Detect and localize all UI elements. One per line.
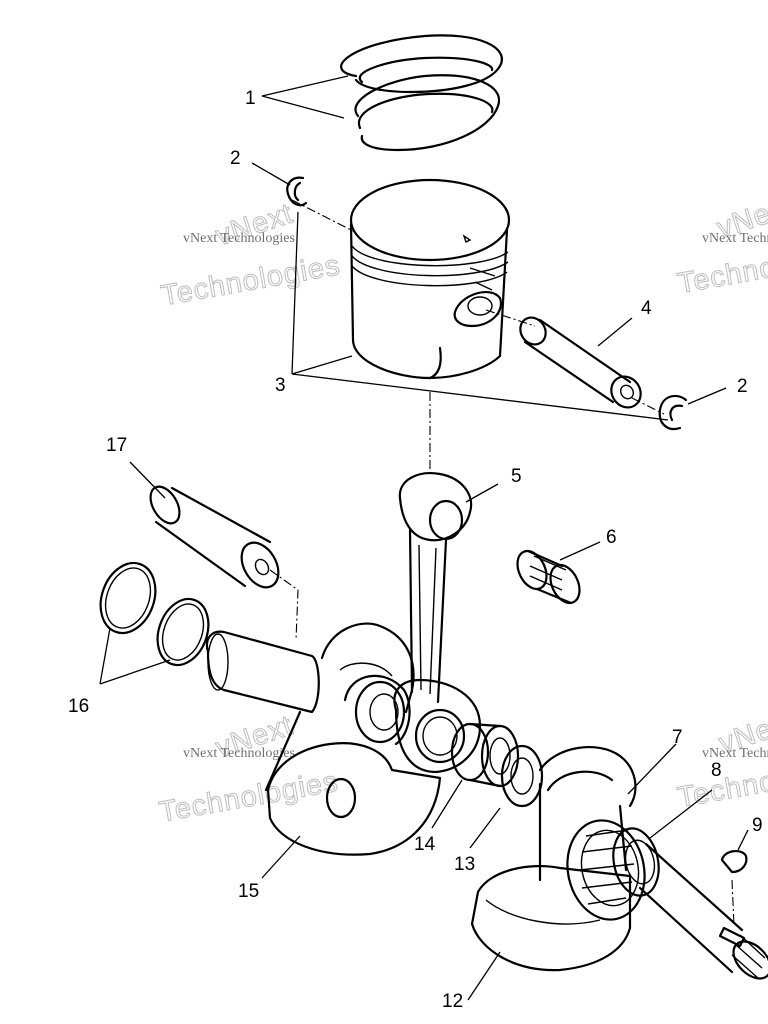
callout-6: 6 xyxy=(606,527,617,548)
needle-bearing xyxy=(516,549,581,605)
svg-text:vNext Technologies: vNext Technologies xyxy=(183,231,295,246)
watermark-bottom-left: vNext vNext Technologies Technologies xyxy=(156,709,341,829)
outer-bearing-7 xyxy=(566,819,646,921)
callout-8: 8 xyxy=(711,760,722,781)
piston xyxy=(349,178,511,380)
oil-seal-8 xyxy=(612,827,660,897)
shims xyxy=(99,561,210,667)
svg-text:Technologies: Technologies xyxy=(157,766,341,829)
circlip-lower-inner xyxy=(669,404,684,422)
callout-13: 13 xyxy=(454,854,475,875)
crankshaft-left-half xyxy=(205,622,442,856)
callout-14: 14 xyxy=(414,834,436,855)
callout-17: 17 xyxy=(106,435,127,456)
watermark-top-right: vNext vNext Technologies Technologies xyxy=(675,189,768,300)
wrist-pin xyxy=(519,316,642,409)
callout-3: 3 xyxy=(275,375,286,396)
circlip-upper-inner xyxy=(293,181,302,202)
thrust-washer-13 xyxy=(500,744,544,808)
svg-text:Technologies: Technologies xyxy=(675,237,768,300)
callout-15: 15 xyxy=(238,881,259,902)
callout-2-lower: 2 xyxy=(737,376,748,397)
svg-text:vNext Technologies: vNext Technologies xyxy=(702,746,768,761)
assembly-axis-lines xyxy=(269,199,735,927)
callout-12: 12 xyxy=(442,991,463,1012)
callout-4: 4 xyxy=(641,298,652,319)
crankshaft-right-half xyxy=(470,746,637,972)
circlip-upper xyxy=(286,176,308,207)
svg-text:vNext Technologies: vNext Technologies xyxy=(702,231,768,246)
piston-rings xyxy=(340,34,503,152)
watermark-bottom-right: vNext vNext Technologies Technologies xyxy=(675,705,768,815)
svg-text:Technologies: Technologies xyxy=(159,249,343,312)
crankshaft-taper-end xyxy=(638,842,768,980)
crank-pin xyxy=(149,485,280,589)
callout-16: 16 xyxy=(68,696,89,717)
callout-9: 9 xyxy=(752,815,763,836)
svg-text:vNext Technologies: vNext Technologies xyxy=(183,746,295,761)
callout-7: 7 xyxy=(672,727,683,748)
callout-2-upper: 2 xyxy=(230,148,241,169)
watermark-top-left: vNext vNext Technologies Technologies xyxy=(158,197,343,313)
woodruff-key xyxy=(720,850,748,874)
callout-1: 1 xyxy=(245,88,256,109)
circlip-lower xyxy=(658,394,688,431)
callout-5: 5 xyxy=(511,466,522,487)
callout-labels: 1 2 2 3 4 5 6 7 8 9 12 13 14 15 16 17 xyxy=(68,88,763,1012)
connecting-rod xyxy=(393,472,482,774)
leader-lines xyxy=(99,75,749,1001)
main-bearing-14 xyxy=(450,722,520,788)
